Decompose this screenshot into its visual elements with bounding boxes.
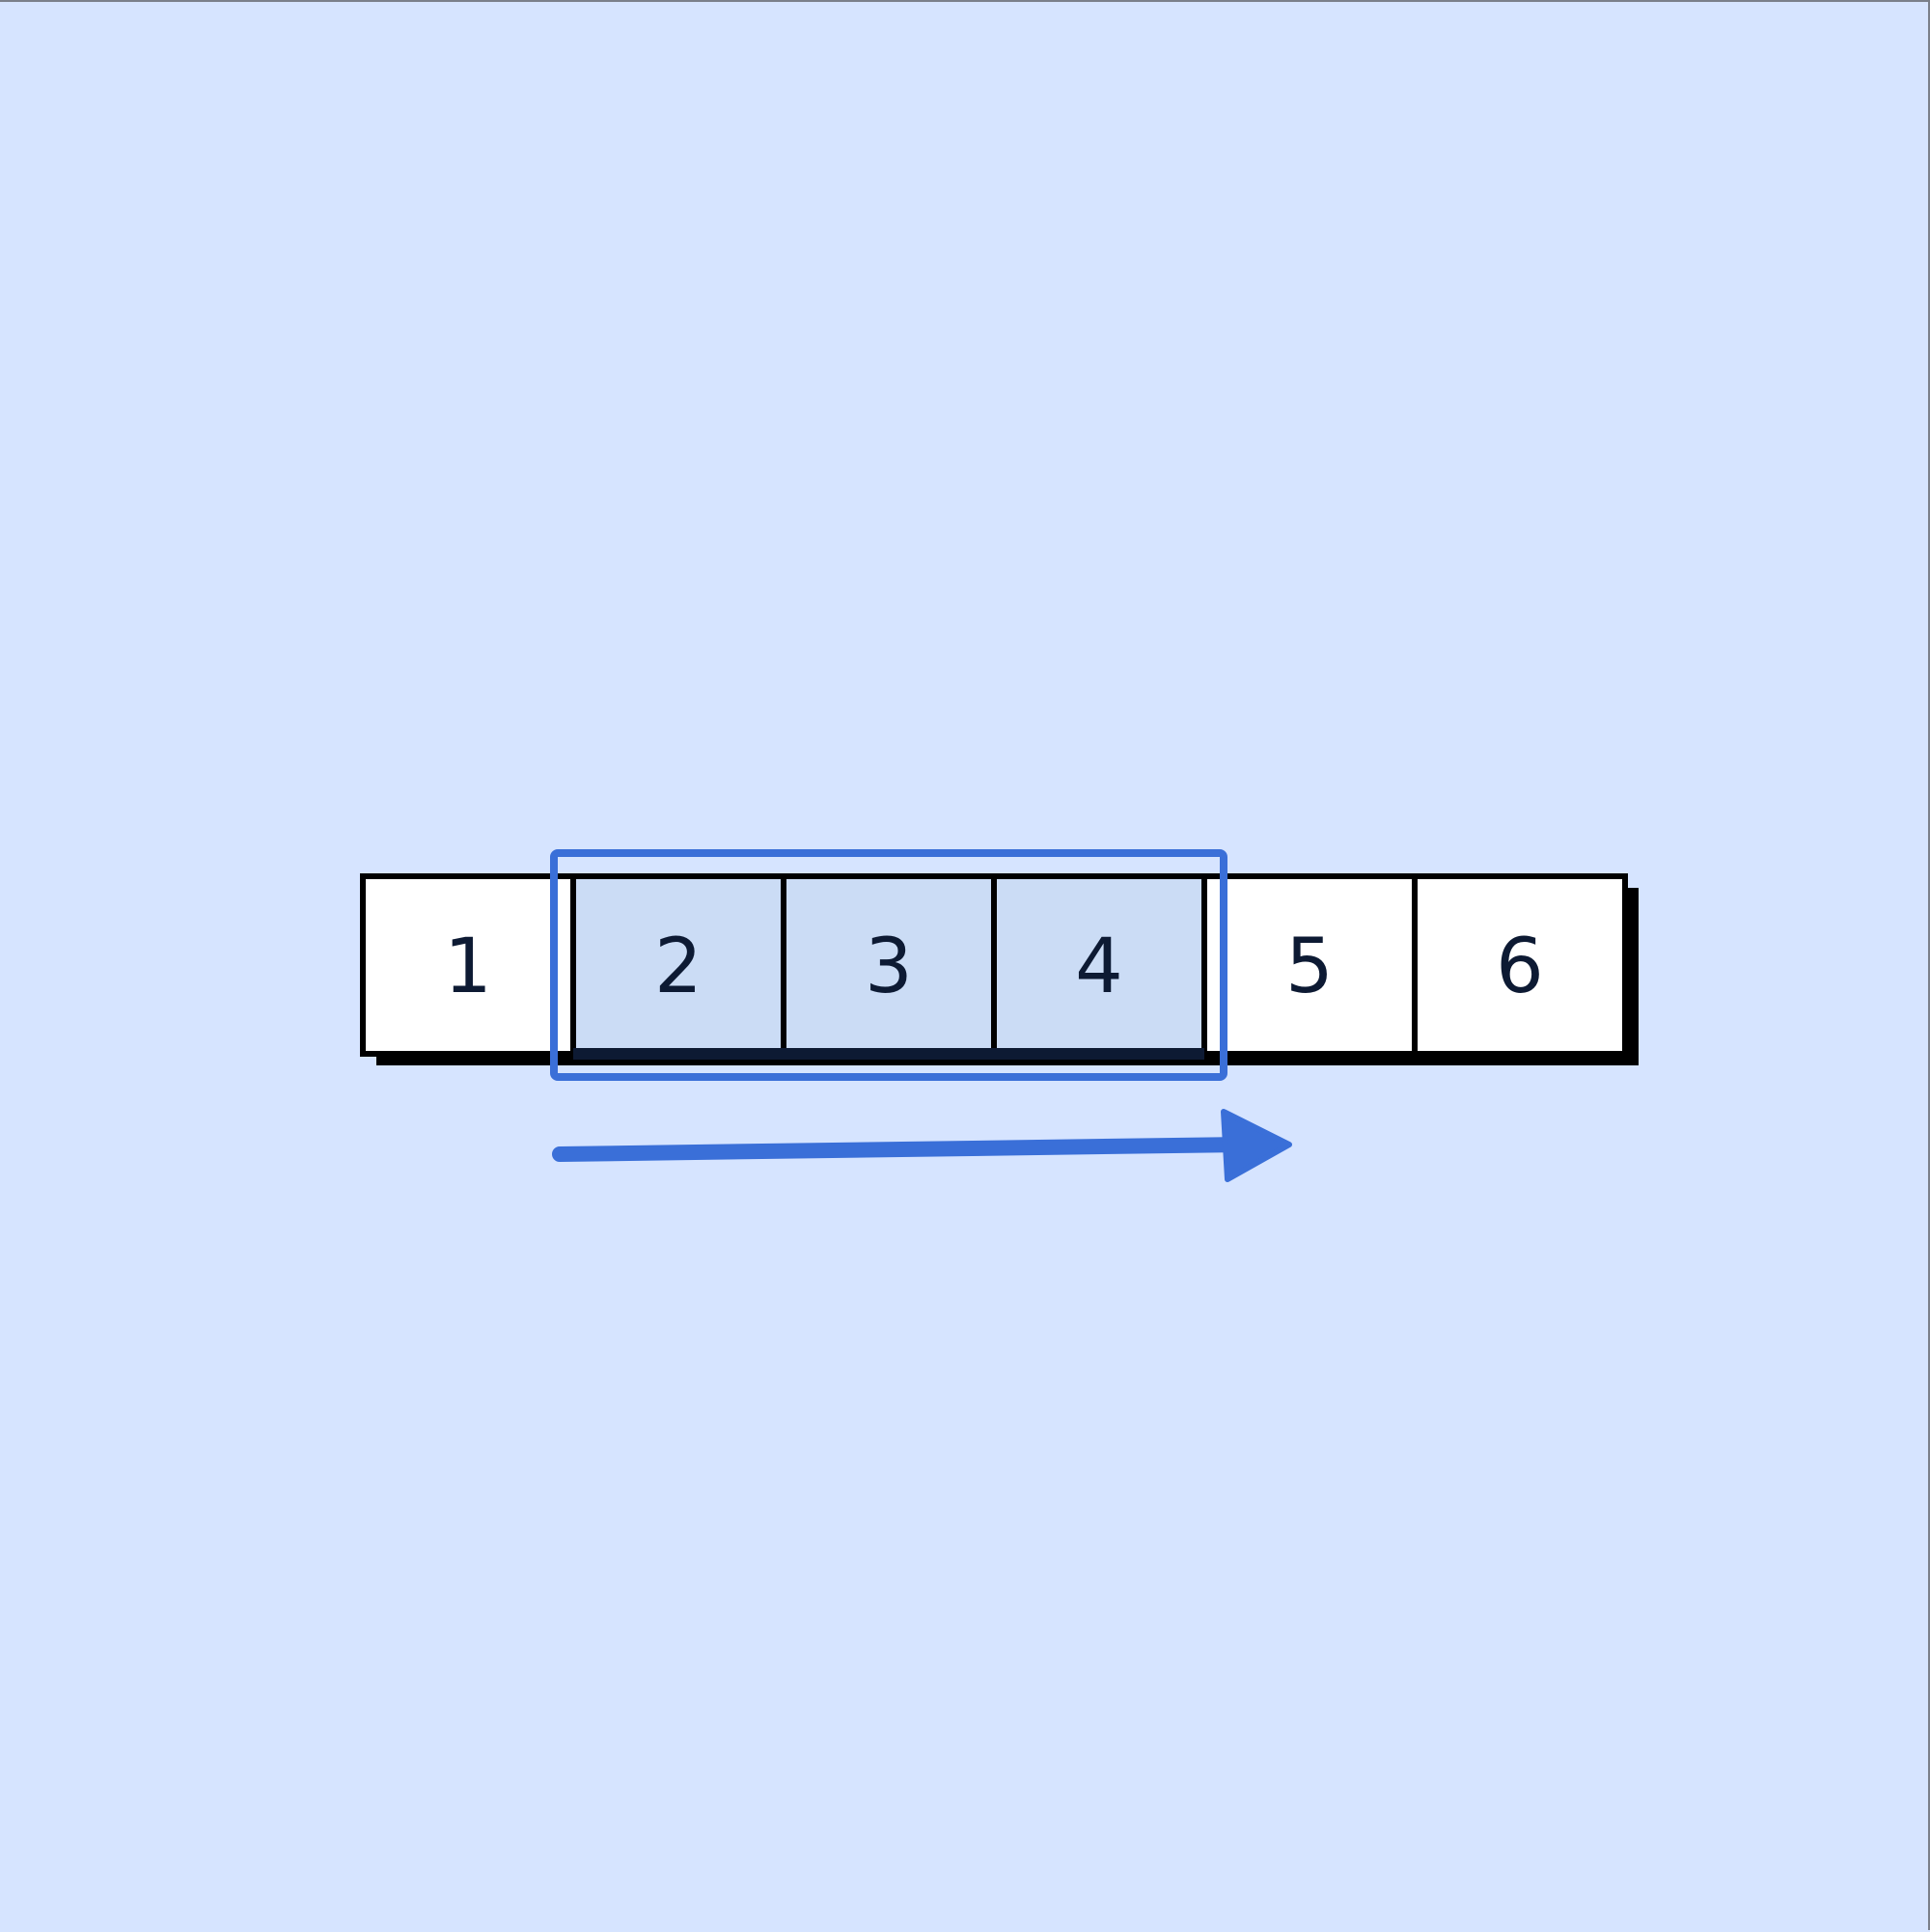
arrow-head-icon	[1221, 1109, 1292, 1182]
array-cell-label: 2	[654, 924, 703, 1010]
array-cell-box	[360, 873, 576, 1057]
array-cell-label: 6	[1496, 924, 1544, 1010]
direction-arrow	[552, 1109, 1292, 1182]
array-cell-3: 3	[781, 873, 997, 1057]
array-cell-label: 1	[444, 924, 492, 1010]
array-cell-6: 6	[1412, 873, 1628, 1057]
array-cell-label: 4	[1075, 924, 1123, 1010]
window-bottom-edge	[573, 1048, 1204, 1060]
window-outline	[550, 849, 1227, 1081]
array-cell-4: 4	[991, 873, 1207, 1057]
window-highlight	[550, 849, 1227, 1081]
array-cell-box	[1201, 873, 1418, 1057]
array-cell-box	[991, 873, 1207, 1057]
arrow-shaft	[552, 1137, 1251, 1162]
array-cell-box	[1412, 873, 1628, 1057]
array-cell-5: 5	[1201, 873, 1418, 1057]
array-cell-label: 5	[1285, 924, 1334, 1010]
array-cell-1: 1	[360, 873, 576, 1057]
array-cell-2: 2	[570, 873, 786, 1057]
array-cell-label: 3	[865, 924, 913, 1010]
array-cells: 1 2 3 4 5 6	[360, 873, 1628, 1060]
